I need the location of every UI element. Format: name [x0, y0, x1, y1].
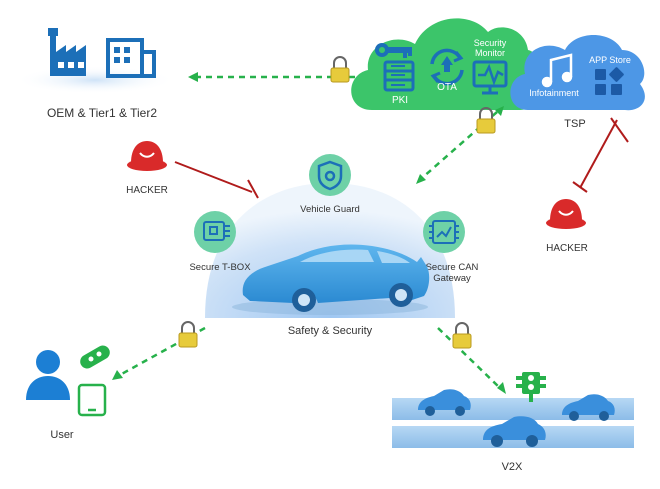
- link-vehicle-v2x: [437, 327, 501, 389]
- security-monitor-label-line2: Monitor: [475, 48, 505, 58]
- arrowhead-user: [112, 370, 123, 380]
- ota-label: OTA: [437, 82, 457, 93]
- key-icon: [375, 43, 412, 58]
- office-building-icon: [106, 38, 156, 78]
- v2x-car-icon: [562, 394, 615, 421]
- pki-label: PKI: [392, 95, 408, 106]
- shield-icon: [317, 160, 343, 191]
- module-secure-tbox: Secure T-BOX: [189, 211, 251, 273]
- arrowhead-cloud: [495, 106, 504, 116]
- arrowhead-v2x: [497, 382, 506, 394]
- oem-group: OEM & Tier1 & Tier2: [15, 28, 175, 120]
- car-icon: [232, 244, 430, 315]
- v2x-label: V2X: [502, 461, 523, 473]
- hacker-hat-icon: [546, 199, 586, 229]
- tablet-icon: [77, 383, 107, 417]
- user-group: User: [26, 345, 110, 441]
- vehicle-guard-label: Vehicle Guard: [300, 204, 360, 215]
- tsp-label: TSP: [564, 118, 585, 130]
- hacker-right-label: HACKER: [546, 243, 588, 254]
- hacker-left-label: HACKER: [126, 185, 168, 196]
- module-secure-can-gateway: Secure CAN Gateway: [423, 211, 479, 284]
- security-monitor-label-line1: Security: [474, 38, 507, 48]
- padlock-icon: [476, 107, 496, 134]
- server-icon: [383, 60, 415, 92]
- oem-label: OEM & Tier1 & Tier2: [47, 106, 157, 120]
- tbox-chip-icon: [203, 221, 230, 241]
- padlock-icon: [178, 321, 198, 348]
- secure-can-label-line2: Gateway: [433, 273, 471, 284]
- attack-line-left: [174, 161, 259, 199]
- safety-security-label: Safety & Security: [288, 325, 373, 337]
- music-note-icon: [541, 53, 573, 88]
- user-label: User: [50, 429, 74, 441]
- secure-can-label-line1: Secure CAN: [426, 262, 479, 273]
- hacker-hat-icon: [127, 141, 167, 171]
- security-cloud: PKI OTA Security Monitor: [351, 18, 544, 110]
- attack-line-right: [572, 117, 629, 193]
- hacker-left: HACKER: [126, 141, 168, 196]
- hacker-right: HACKER: [546, 199, 588, 254]
- infotainment-label: Infotainment: [529, 88, 579, 98]
- tsp-cloud-shape: [510, 35, 645, 111]
- arrowhead-oem: [188, 72, 198, 82]
- module-vehicle-guard: Vehicle Guard: [300, 154, 360, 215]
- padlock-icon: [452, 322, 472, 349]
- factory-icon: [48, 28, 86, 76]
- update-cycle-icon: [430, 48, 464, 86]
- circuit-chip-icon: [429, 220, 459, 244]
- traffic-light-icon: [516, 372, 546, 402]
- monitor-pulse-icon: [472, 60, 508, 95]
- oem-glow: [15, 66, 175, 94]
- secure-link-arrowheads: [112, 72, 506, 394]
- tsp-cloud: Infotainment APP Store TSP: [510, 35, 645, 130]
- padlock-icon: [330, 56, 350, 83]
- v2x-group: V2X: [392, 372, 634, 473]
- secure-tbox-label: Secure T-BOX: [189, 262, 251, 273]
- user-silhouette-icon: [26, 350, 70, 400]
- v2x-car-icon: [418, 389, 471, 416]
- v2x-car-icon: [483, 416, 546, 447]
- app-store-label: APP Store: [589, 55, 631, 65]
- car-key-fob-icon: [80, 345, 110, 369]
- app-grid-icon: [595, 67, 624, 95]
- arrowhead-vehicle: [416, 174, 426, 184]
